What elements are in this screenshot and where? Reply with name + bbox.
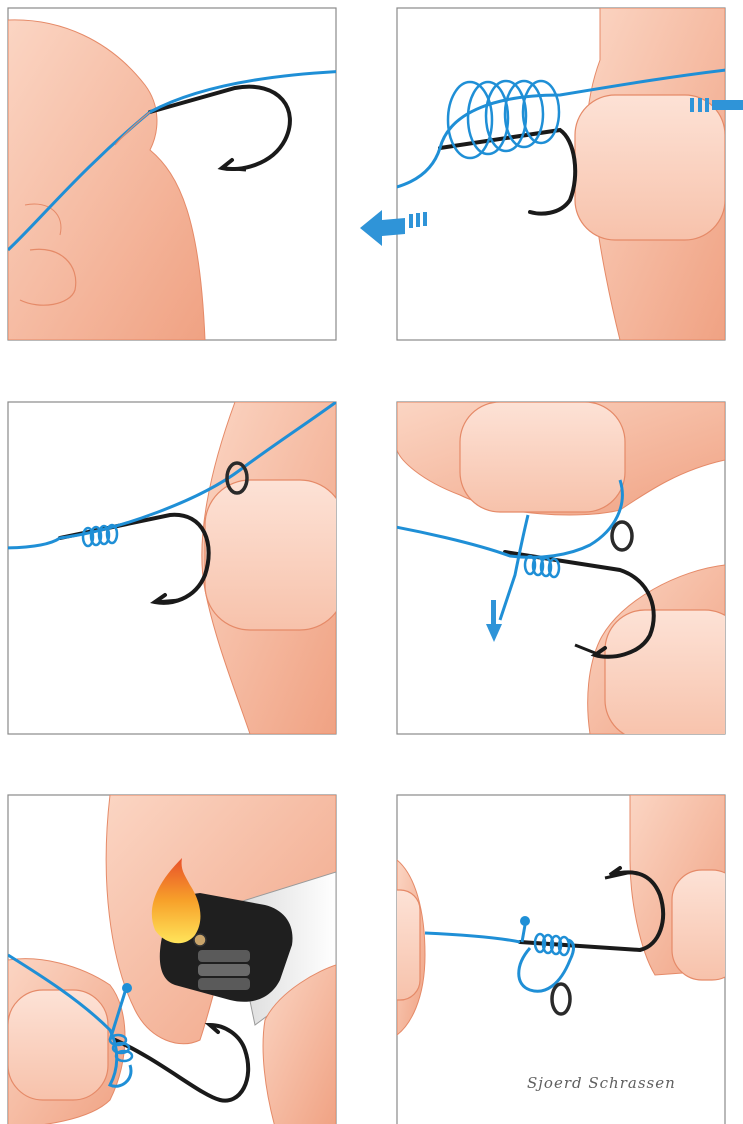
panel-4 (355, 402, 743, 740)
signature: Sjoerd Schrassen (527, 1074, 676, 1092)
thumbnail (605, 610, 743, 740)
thumbnail (8, 990, 108, 1100)
panel-5 (8, 795, 336, 1124)
panel-6: Sjoerd Schrassen (375, 795, 742, 1124)
lighter-wheel (198, 950, 250, 990)
left-fingernail (375, 890, 420, 1000)
panel-3 (0, 388, 355, 734)
fingernail (460, 402, 625, 512)
panel-2 (355, 8, 743, 340)
thumbnail (672, 870, 742, 980)
melted-bead (520, 916, 530, 926)
lighter-nozzle (194, 934, 206, 946)
panel-1 (8, 8, 378, 340)
melted-bead (122, 983, 132, 993)
thumbnail (575, 95, 725, 240)
thumbnail (205, 480, 345, 630)
